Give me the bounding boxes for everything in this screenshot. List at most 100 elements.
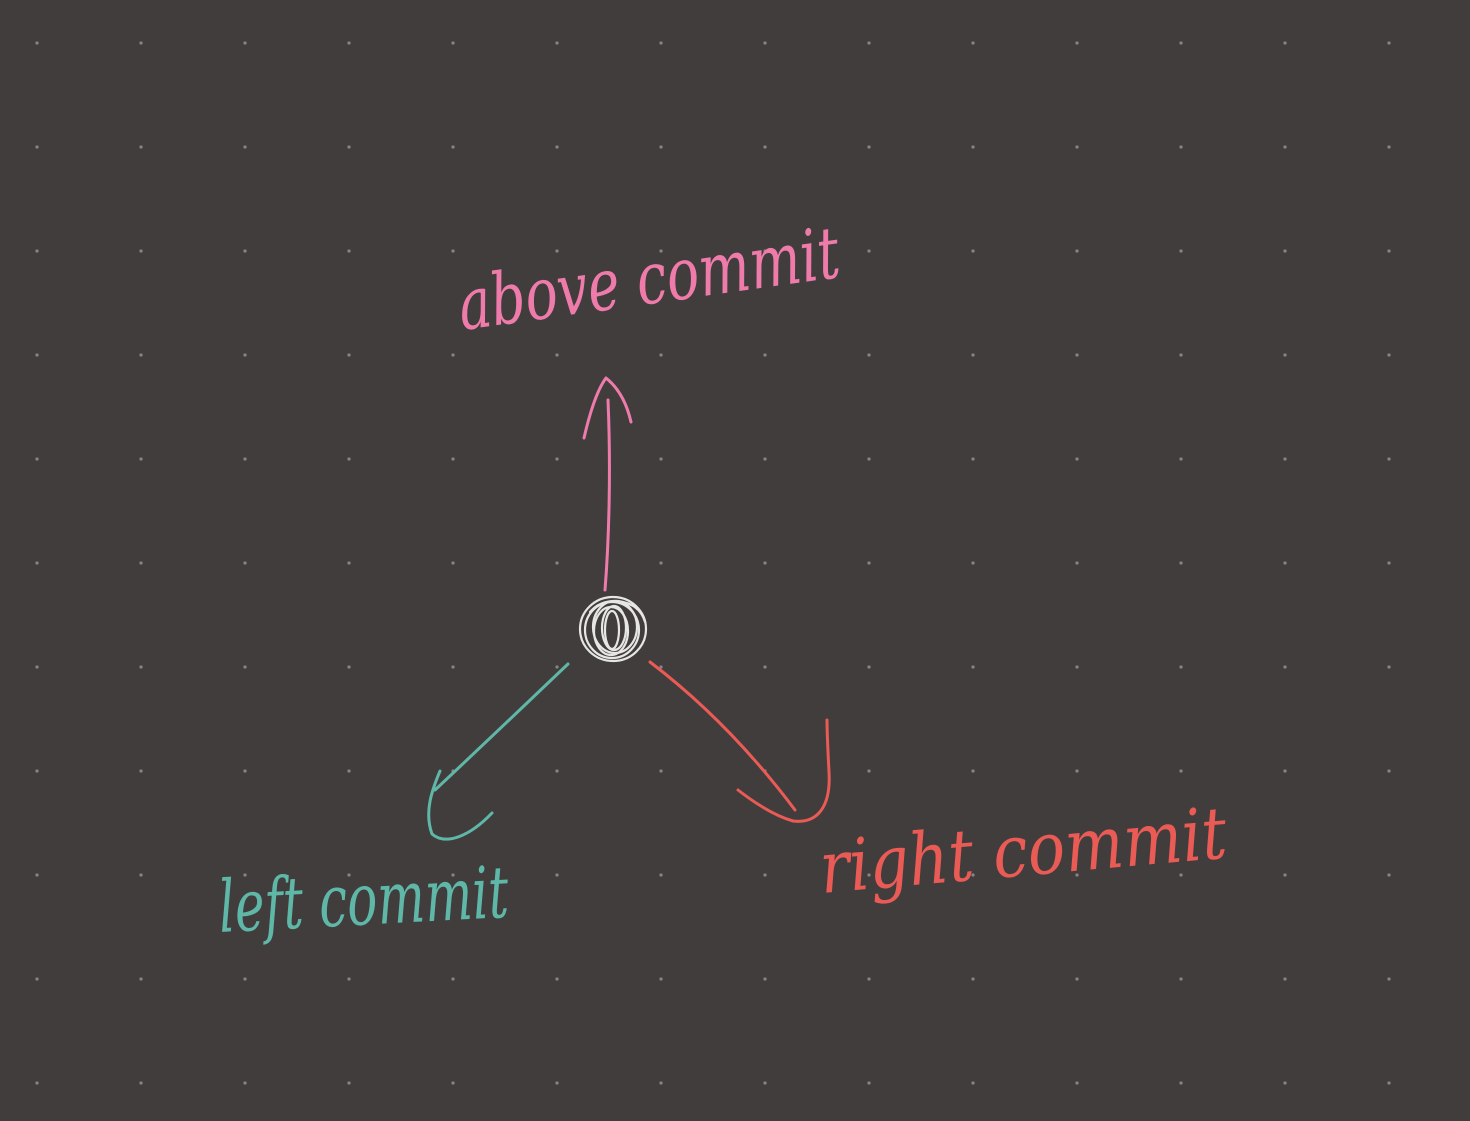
grid-dot — [867, 873, 871, 877]
grid-dot — [1179, 249, 1183, 253]
dot-grid — [35, 41, 1391, 1085]
grid-dot — [659, 769, 663, 773]
grid-dot — [763, 977, 767, 981]
grid-dot — [1075, 665, 1079, 669]
grid-dot — [1283, 1081, 1287, 1085]
grid-dot — [35, 41, 39, 45]
grid-dot — [659, 145, 663, 149]
grid-dot — [1283, 145, 1287, 149]
grid-dot — [139, 873, 143, 877]
grid-dot — [971, 665, 975, 669]
grid-dot — [1283, 457, 1287, 461]
grid-dot — [867, 249, 871, 253]
grid-dot — [555, 665, 559, 669]
grid-dot — [1179, 41, 1183, 45]
grid-dot — [347, 665, 351, 669]
grid-dot — [243, 353, 247, 357]
grid-dot — [35, 457, 39, 461]
grid-dot — [451, 145, 455, 149]
grid-dot — [451, 457, 455, 461]
grid-dot — [867, 1081, 871, 1085]
grid-dot — [763, 249, 767, 253]
right-arrow — [648, 660, 831, 823]
grid-dot — [555, 145, 559, 149]
left-arrow — [427, 662, 570, 841]
grid-dot — [763, 1081, 767, 1085]
grid-dot — [243, 1081, 247, 1085]
grid-dot — [35, 977, 39, 981]
grid-dot — [555, 457, 559, 461]
grid-dot — [243, 665, 247, 669]
grid-dot — [867, 353, 871, 357]
grid-dot — [1387, 249, 1391, 253]
grid-dot — [1283, 665, 1287, 669]
grid-dot — [139, 41, 143, 45]
grid-dot — [1179, 145, 1183, 149]
grid-dot — [1179, 353, 1183, 357]
grid-dot — [971, 873, 975, 877]
grid-dot — [451, 665, 455, 669]
grid-dot — [867, 41, 871, 45]
grid-dot — [243, 249, 247, 253]
grid-dot — [1283, 977, 1287, 981]
grid-dot — [971, 457, 975, 461]
grid-dot — [347, 1081, 351, 1085]
grid-dot — [347, 249, 351, 253]
grid-dot — [1075, 249, 1079, 253]
grid-dot — [347, 145, 351, 149]
grid-dot — [971, 977, 975, 981]
grid-dot — [971, 249, 975, 253]
grid-dot — [1075, 977, 1079, 981]
grid-dot — [139, 457, 143, 461]
grid-dot — [451, 561, 455, 565]
grid-dot — [1179, 665, 1183, 669]
grid-dot — [1075, 769, 1079, 773]
grid-dot — [35, 665, 39, 669]
grid-dot — [555, 873, 559, 877]
grid-dot — [1075, 561, 1079, 565]
grid-dot — [867, 561, 871, 565]
grid-dot — [1283, 769, 1287, 773]
grid-dot — [35, 1081, 39, 1085]
grid-dot — [555, 249, 559, 253]
grid-dot — [1075, 145, 1079, 149]
left-label: left commit — [216, 850, 511, 949]
grid-dot — [659, 457, 663, 461]
grid-dot — [243, 145, 247, 149]
grid-dot — [347, 769, 351, 773]
grid-dot — [1179, 1081, 1183, 1085]
grid-dot — [1179, 977, 1183, 981]
grid-dot — [243, 977, 247, 981]
grid-dot — [347, 457, 351, 461]
grid-dot — [763, 665, 767, 669]
grid-dot — [1283, 561, 1287, 565]
grid-dot — [555, 353, 559, 357]
grid-dot — [243, 41, 247, 45]
grid-dot — [1387, 873, 1391, 877]
grid-dot — [1179, 769, 1183, 773]
grid-dot — [1283, 41, 1287, 45]
grid-dot — [243, 457, 247, 461]
grid-dot — [659, 41, 663, 45]
grid-dot — [867, 145, 871, 149]
grid-dot — [763, 353, 767, 357]
grid-dot — [139, 977, 143, 981]
grid-dot — [867, 457, 871, 461]
left-branch — [427, 662, 570, 841]
grid-dot — [35, 561, 39, 565]
grid-dot — [1387, 561, 1391, 565]
grid-dot — [555, 1081, 559, 1085]
grid-dot — [555, 41, 559, 45]
grid-dot — [867, 977, 871, 981]
grid-dot — [139, 145, 143, 149]
grid-dot — [451, 353, 455, 357]
grid-dot — [971, 145, 975, 149]
grid-dot — [35, 353, 39, 357]
grid-dot — [1283, 249, 1287, 253]
grid-dot — [971, 1081, 975, 1085]
above-arrow — [582, 376, 633, 592]
grid-dot — [1179, 561, 1183, 565]
grid-dot — [1387, 769, 1391, 773]
grid-dot — [1387, 1081, 1391, 1085]
